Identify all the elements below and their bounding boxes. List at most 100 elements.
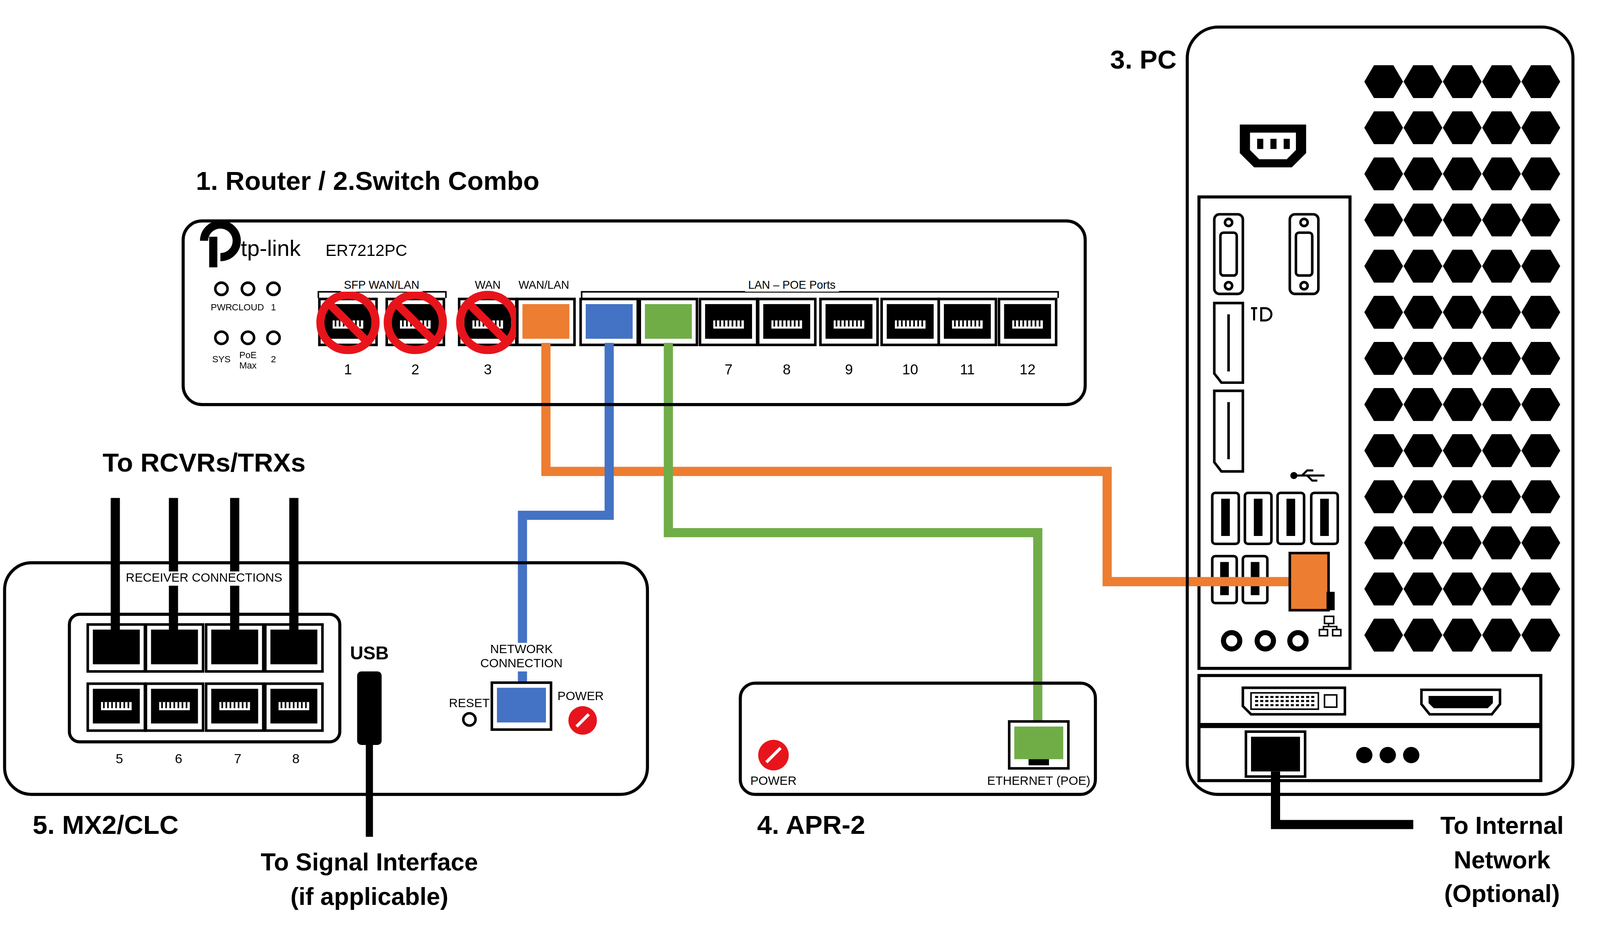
vent-hole [1521,618,1561,652]
cable-stub [1185,577,1294,587]
rj45-port [87,683,146,731]
usb-plug [357,671,382,837]
audio-jack [1223,632,1307,649]
vent-hole [1442,203,1482,237]
pc-case: 3. PC [1185,25,1575,796]
vent-hole [1403,434,1443,467]
vent-hole [1403,480,1443,514]
cable-destination: To Signal Interface (if applicable) [250,845,488,914]
rj45-port [998,299,1057,346]
port-number: 2 [411,361,420,378]
vent-hole [1482,65,1521,99]
port-group-label: WAN [474,278,501,292]
rj45-port [517,299,575,346]
gpu-panel [1199,675,1542,725]
vent-hole [1521,526,1561,560]
vent-hole [1364,526,1404,560]
rj45-port [820,299,878,346]
router-ports [319,294,1057,351]
vent-hole [1403,388,1443,421]
rj45-port [881,299,939,346]
vent-hole [1442,572,1482,606]
led-label: PoE Max [235,349,261,372]
rj45-port [938,299,997,346]
port-number: 8 [782,361,791,378]
pc-ethernet-port [1289,552,1335,611]
vent-hole [1364,249,1404,283]
vent-hole [1442,157,1482,191]
rj45-port [206,683,264,731]
port-group-label: LAN – POE Ports [744,278,839,292]
dots [1356,747,1420,764]
vent-hole [1521,388,1561,421]
router-switch: 1. Router / 2.Switch Combotp-linkER7212P… [181,219,1087,406]
port-number: 1 [344,361,352,378]
vent-hole [1521,203,1561,237]
vent-hole [1482,341,1521,375]
vent-hole [1482,434,1521,467]
port-label: POWER [750,774,797,789]
port-label: NETWORK CONNECTION [469,642,574,671]
port-number: 9 [845,361,853,378]
port-number: 3 [483,361,492,378]
brand-logo: tp-link [240,235,301,262]
rj45-port [639,299,698,346]
rj45-port [386,294,445,351]
internal-network-cable [1275,771,1414,825]
port-number: 11 [959,361,975,378]
vent-hole [1364,65,1404,99]
vent-hole [1403,618,1443,652]
vent-hole [1521,295,1561,329]
vent-hole [1482,111,1521,145]
cable-destination: To RCVRs/TRXs [102,447,306,479]
vent-hole [1482,249,1521,283]
model-name: ER7212PC [325,241,408,261]
cable-stub [1033,681,1043,727]
apr-ethernet-port [1009,721,1069,769]
rj45-port [145,683,204,731]
rj45-port [459,294,517,351]
nic-port [1246,731,1306,777]
vent-hole [1442,388,1482,421]
apr-2-box: 4. APR-2POWERETHERNET (POE) [738,681,1097,797]
network-cable [545,405,1186,582]
vent-hole [1521,572,1561,606]
vent-hole [1521,341,1561,375]
displayport [1214,302,1272,472]
rj45-port [319,294,377,351]
port-group-label: SFP WAN/LAN [340,278,423,292]
vent-hole [1364,388,1404,421]
vent-hole [1442,618,1482,652]
port-group-label: RECEIVER CONNECTIONS [122,571,286,586]
vent-hole [1442,295,1482,329]
port-number: 7 [233,752,242,768]
io-panel [1199,196,1350,669]
vent-hole [1403,203,1443,237]
receiver-cables [115,498,295,642]
vent-hole [1482,295,1521,329]
led-label: 1 [270,302,276,313]
port-number: 6 [174,752,183,768]
vent-hole [1482,526,1521,560]
network-symbol [1319,616,1342,636]
led-label: CLOUD [231,302,264,313]
vent-grid [1364,65,1561,652]
reset-button [463,713,476,726]
vent-hole [1482,203,1521,237]
vent-hole [1521,111,1561,145]
vent-hole [1403,157,1443,191]
vent-hole [1403,111,1443,145]
device-title: 3. PC [1110,44,1177,76]
vent-hole [1364,111,1404,145]
vent-hole [1403,65,1443,99]
port-number: 7 [724,361,733,378]
vent-hole [1403,341,1443,375]
port-group-label: WAN/LAN [518,278,570,292]
rj45-port [758,299,816,346]
network-cable [668,405,1038,682]
vent-hole [1442,480,1482,514]
vent-hole [1364,434,1404,467]
port-label: USB [349,642,389,664]
vent-hole [1521,157,1561,191]
usb-symbol [1291,470,1325,481]
